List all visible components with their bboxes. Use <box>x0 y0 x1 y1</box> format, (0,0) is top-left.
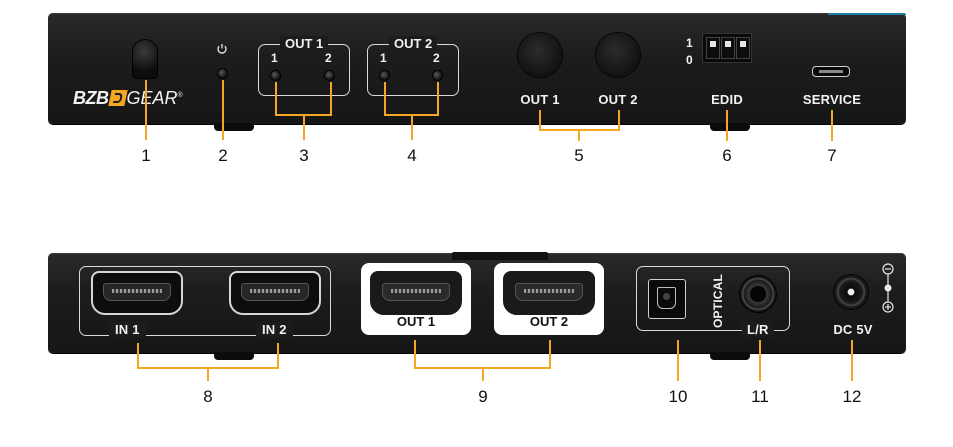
optical-label: OPTICAL <box>711 273 725 328</box>
brand-logo: BZB GEAR ® <box>73 88 183 108</box>
hdmi-out1-block: OUT 1 <box>361 263 471 335</box>
out1-led-2 <box>325 71 334 80</box>
ir-receiver <box>133 40 157 78</box>
callout-number-3: 3 <box>299 146 309 165</box>
panel-top-accent <box>828 13 906 15</box>
out1-led-2-label: 2 <box>325 51 332 65</box>
callout-line-10 <box>677 340 679 381</box>
callout-line-9v <box>482 367 484 381</box>
callout-line-3v <box>303 114 305 140</box>
front-panel <box>48 13 906 124</box>
callout-number-11: 11 <box>751 387 769 406</box>
hdmi-out1-port[interactable] <box>370 271 462 315</box>
in2-label: IN 2 <box>256 322 293 337</box>
out2-led-2-label: 2 <box>433 51 440 65</box>
callout-line-8b <box>277 343 279 368</box>
brand-logo-mark <box>107 90 128 106</box>
rear-top-tab <box>452 252 548 260</box>
callout-number-12: 12 <box>842 387 862 406</box>
service-usb-port[interactable] <box>812 66 850 77</box>
out1-button-label: OUT 1 <box>520 92 560 107</box>
analog-audio-jack[interactable] <box>740 276 776 312</box>
brand-logo-right: GEAR <box>126 87 178 108</box>
callout-line-5a <box>539 110 541 130</box>
hdmi-out2-block: OUT 2 <box>494 263 604 335</box>
callout-line-1 <box>145 80 147 140</box>
brand-logo-registered: ® <box>177 92 183 99</box>
callout-number-1: 1 <box>141 146 151 165</box>
front-foot-left <box>214 123 254 131</box>
callout-line-12 <box>851 340 853 381</box>
rear-foot-right <box>710 352 750 360</box>
out2-select-button[interactable] <box>596 33 640 77</box>
callout-number-9: 9 <box>478 387 488 406</box>
power-led <box>218 69 227 78</box>
out2-button-label: OUT 2 <box>598 92 638 107</box>
power-icon <box>216 42 228 54</box>
callout-line-2 <box>222 80 224 140</box>
hdmi-in2-port[interactable] <box>229 271 321 315</box>
callout-number-10: 10 <box>668 387 688 406</box>
front-foot-right <box>710 123 750 131</box>
dip-off-label: 0 <box>686 53 693 67</box>
callout-line-3a <box>275 82 277 115</box>
out2-led-1-label: 1 <box>380 51 387 65</box>
out1-select-button[interactable] <box>518 33 562 77</box>
dip-switch-3[interactable] <box>736 37 750 59</box>
callout-line-8v <box>207 367 209 381</box>
out1-led-group: OUT 1 <box>258 36 350 96</box>
edid-dip-switch[interactable] <box>702 33 752 63</box>
out2-group-label: OUT 2 <box>389 36 438 51</box>
rear-foot-left <box>214 352 254 360</box>
callout-line-4v <box>411 114 413 140</box>
hdmi-input-group <box>79 266 331 336</box>
callout-number-8: 8 <box>203 387 213 406</box>
edid-label: EDID <box>711 92 743 107</box>
out1-group-label: OUT 1 <box>280 36 329 51</box>
callout-line-9a <box>414 340 416 368</box>
callout-number-6: 6 <box>722 146 732 165</box>
in1-label: IN 1 <box>109 322 146 337</box>
callout-line-3b <box>330 82 332 115</box>
audio-output-group <box>636 266 790 331</box>
callout-line-4a <box>384 82 386 115</box>
out2-led-2 <box>433 71 442 80</box>
callout-line-6 <box>726 110 728 141</box>
hdmi-in1-port[interactable] <box>91 271 183 315</box>
dip-on-label: 1 <box>686 36 693 50</box>
out2-led-group: OUT 2 <box>367 36 459 96</box>
dc-power-jack[interactable] <box>834 275 868 309</box>
out1-led-1 <box>271 71 280 80</box>
callout-number-5: 5 <box>574 146 584 165</box>
callout-line-5v <box>578 129 580 141</box>
optical-port[interactable] <box>648 279 686 319</box>
dip-switch-2[interactable] <box>721 37 735 59</box>
callout-number-7: 7 <box>827 146 837 165</box>
polarity-symbol <box>881 263 895 313</box>
service-label: SERVICE <box>802 92 862 107</box>
dip-switch-1[interactable] <box>706 37 720 59</box>
out1-led-1-label: 1 <box>271 51 278 65</box>
hdmi-out2-port[interactable] <box>503 271 595 315</box>
hdmi-out1-label: OUT 1 <box>396 314 436 329</box>
lr-label: L/R <box>742 322 774 337</box>
callout-line-5b <box>618 110 620 130</box>
callout-number-2: 2 <box>218 146 228 165</box>
brand-logo-left: BZB <box>73 87 109 108</box>
hdmi-out2-label: OUT 2 <box>529 314 569 329</box>
callout-line-4b <box>437 82 439 115</box>
callout-line-11 <box>759 340 761 381</box>
out2-led-1 <box>380 71 389 80</box>
callout-line-9b <box>549 340 551 368</box>
callout-line-8a <box>137 343 139 368</box>
dc-label: DC 5V <box>833 322 873 337</box>
callout-line-7 <box>831 110 833 141</box>
callout-number-4: 4 <box>407 146 417 165</box>
